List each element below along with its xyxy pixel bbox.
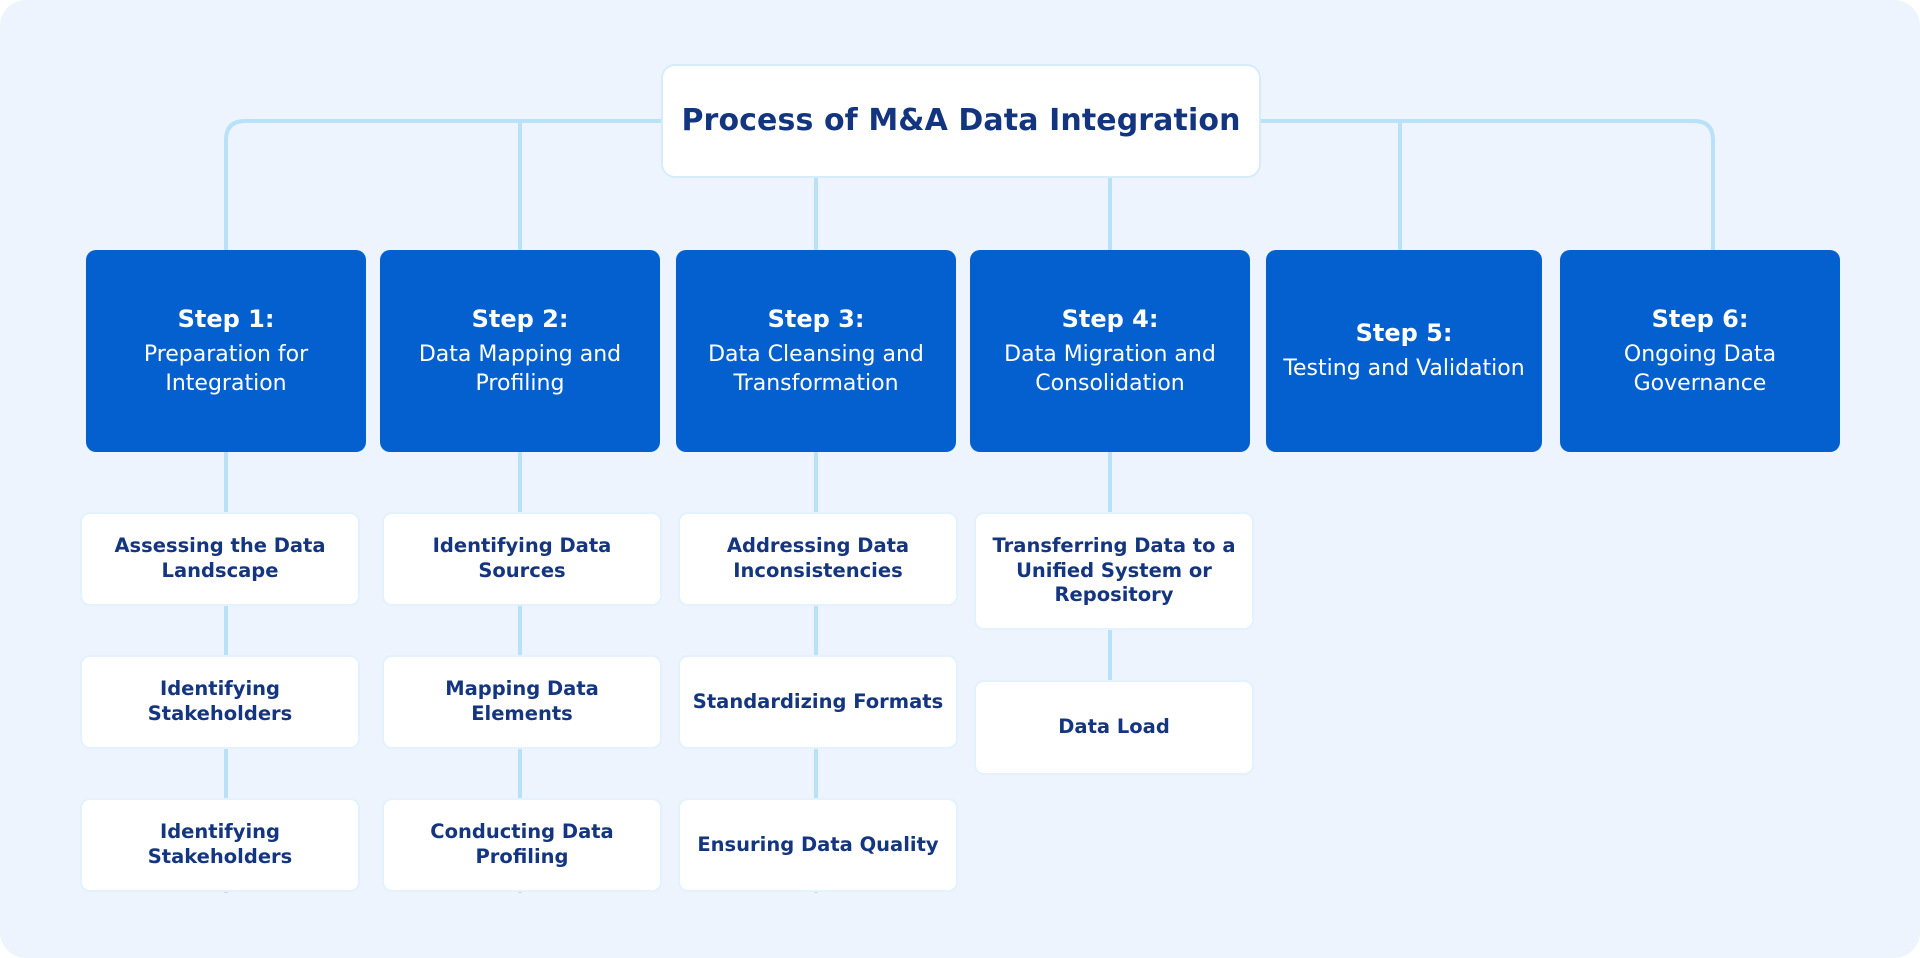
substep-col1-row3[interactable]: Identifying Stakeholders	[80, 798, 360, 892]
step-3-description: Data Cleansing and Transformation	[708, 341, 924, 396]
step-card-3[interactable]: Step 3: Data Cleansing and Transformatio…	[676, 250, 956, 452]
diagram-title-card: Process of M&A Data Integration	[661, 64, 1261, 178]
substep-col3-row1[interactable]: Addressing Data Inconsistencies	[678, 512, 958, 606]
step-4-label: Step 4:	[1061, 304, 1159, 333]
step-card-5[interactable]: Step 5: Testing and Validation	[1266, 250, 1542, 452]
substep-col1-row1[interactable]: Assessing the Data Landscape	[80, 512, 360, 606]
step-4-description: Data Migration and Consolidation	[1004, 341, 1216, 396]
substep-col2-row1[interactable]: Identifying Data Sources	[382, 512, 662, 606]
substep-col4-row2-label: Data Load	[1058, 715, 1170, 739]
substep-col2-row2-label: Mapping Data Elements	[445, 677, 599, 725]
substep-col2-row3-label: Conducting Data Profiling	[430, 820, 614, 868]
step-3-label: Step 3:	[767, 304, 865, 333]
step-6-label: Step 6:	[1651, 304, 1749, 333]
substep-col1-row2[interactable]: Identifying Stakeholders	[80, 655, 360, 749]
substep-col2-row1-label: Identifying Data Sources	[432, 534, 612, 582]
step-card-6[interactable]: Step 6: Ongoing Data Governance	[1560, 250, 1840, 452]
substep-col4-row1[interactable]: Transferring Data to a Unified System or…	[974, 512, 1254, 630]
substep-col2-row2[interactable]: Mapping Data Elements	[382, 655, 662, 749]
substep-col1-row3-label: Identifying Stakeholders	[147, 820, 293, 868]
substep-col3-row3[interactable]: Ensuring Data Quality	[678, 798, 958, 892]
substep-col1-row2-label: Identifying Stakeholders	[147, 677, 293, 725]
step-2-label: Step 2:	[471, 304, 569, 333]
substep-col2-row3[interactable]: Conducting Data Profiling	[382, 798, 662, 892]
step-5-description: Testing and Validation	[1283, 356, 1525, 382]
step-card-1[interactable]: Step 1: Preparation for Integration	[86, 250, 366, 452]
substep-col3-row3-label: Ensuring Data Quality	[697, 832, 939, 856]
step-card-4[interactable]: Step 4: Data Migration and Consolidation	[970, 250, 1250, 452]
step-card-2[interactable]: Step 2: Data Mapping and Profiling	[380, 250, 660, 452]
substep-col3-row2[interactable]: Standardizing Formats	[678, 655, 958, 749]
substep-col1-row1-label: Assessing the Data Landscape	[114, 534, 326, 582]
substep-col3-row2-label: Standardizing Formats	[692, 689, 944, 713]
substep-col3-row1-label: Addressing Data Inconsistencies	[726, 534, 910, 582]
step-1-description: Preparation for Integration	[143, 341, 309, 396]
substep-col4-row2[interactable]: Data Load	[974, 680, 1254, 775]
step-2-description: Data Mapping and Profiling	[418, 341, 622, 396]
page-title: Process of M&A Data Integration	[681, 103, 1241, 138]
step-6-description: Ongoing Data Governance	[1623, 341, 1777, 396]
step-5-label: Step 5:	[1355, 319, 1453, 348]
step-1-label: Step 1:	[177, 304, 275, 333]
substep-col4-row1-label: Transferring Data to a Unified System or…	[992, 533, 1236, 607]
